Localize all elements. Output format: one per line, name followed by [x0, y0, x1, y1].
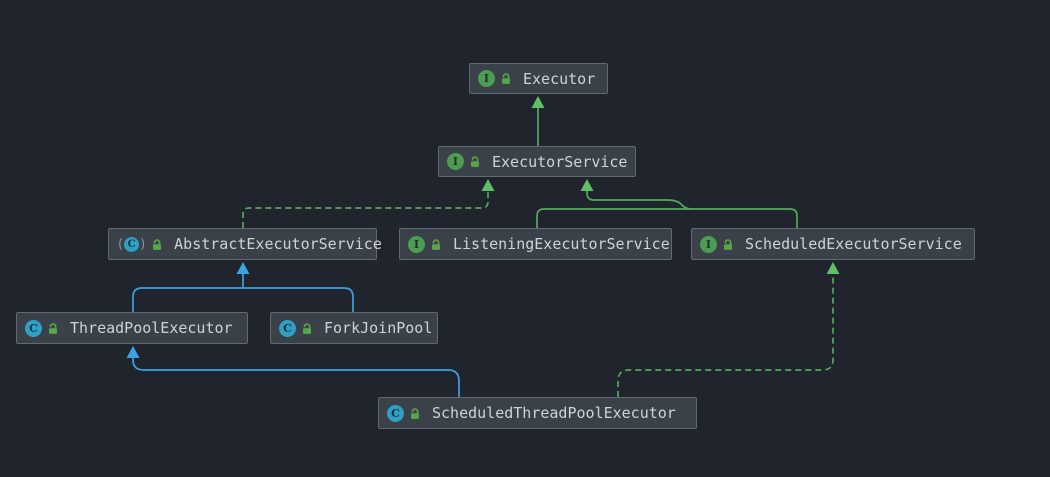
edge-line: [587, 191, 690, 209]
class-icon: C: [279, 320, 296, 337]
arrowhead-icon: [482, 179, 495, 191]
class-name-label: AbstractExecutorService: [174, 235, 382, 253]
interface-icon: I: [408, 236, 425, 253]
class-icon: C: [387, 405, 404, 422]
class-name-label: ListeningExecutorService: [453, 235, 670, 253]
edge-executorservice-extends-executor: [532, 96, 545, 146]
class-node-listening-executor-service[interactable]: I ListeningExecutorService: [399, 228, 672, 260]
public-lock-icon: [300, 322, 313, 335]
arrowhead-icon: [827, 262, 840, 274]
edge-scheduledthreadpoolexecutor-implements-scheduledexecutorservice: [618, 262, 840, 397]
public-lock-icon: [468, 155, 481, 168]
class-node-fork-join-pool[interactable]: C ForkJoinPool: [270, 312, 438, 344]
public-lock-icon: [429, 238, 442, 251]
public-lock-icon: [150, 238, 163, 251]
edge-threadpool-and-forkjoin-extend-abstractexecutorservice: [133, 262, 353, 312]
edge-line: [618, 274, 833, 397]
arrowhead-icon: [581, 179, 594, 191]
class-name-label: ForkJoinPool: [324, 319, 432, 337]
edge-line: [133, 288, 353, 312]
public-lock-icon: [46, 322, 59, 335]
class-node-executor[interactable]: I Executor: [469, 63, 608, 94]
interface-icon: I: [478, 70, 495, 87]
interface-icon: I: [700, 236, 717, 253]
public-lock-icon: [499, 72, 512, 85]
class-name-label: ExecutorService: [492, 153, 627, 171]
edge-line: [243, 191, 488, 228]
class-node-thread-pool-executor[interactable]: C ThreadPoolExecutor: [16, 312, 248, 344]
edge-line: [537, 209, 797, 228]
class-icon: C: [25, 320, 42, 337]
class-node-scheduled-thread-pool-executor[interactable]: C ScheduledThreadPoolExecutor: [378, 397, 697, 429]
arrowhead-icon: [237, 262, 250, 274]
class-node-scheduled-executor-service[interactable]: I ScheduledExecutorService: [691, 228, 975, 260]
arrowhead-icon: [532, 96, 545, 108]
public-lock-icon: [721, 238, 734, 251]
abstract-class-icon: (C): [117, 236, 146, 253]
class-name-label: ThreadPoolExecutor: [70, 319, 233, 337]
edge-listening-and-scheduled-extend-executorservice: [537, 179, 797, 228]
interface-icon: I: [447, 153, 464, 170]
class-node-executor-service[interactable]: I ExecutorService: [438, 146, 636, 177]
edge-scheduledthreadpoolexecutor-extends-threadpoolexecutor: [127, 346, 460, 397]
class-node-abstract-executor-service[interactable]: (C) AbstractExecutorService: [108, 228, 377, 260]
public-lock-icon: [408, 407, 421, 420]
class-name-label: Executor: [523, 70, 595, 88]
arrowhead-icon: [127, 346, 140, 358]
class-name-label: ScheduledThreadPoolExecutor: [432, 404, 676, 422]
edge-abstractexecutorservice-implements-executorservice: [243, 179, 495, 228]
edge-line: [133, 358, 459, 397]
class-name-label: ScheduledExecutorService: [745, 235, 962, 253]
